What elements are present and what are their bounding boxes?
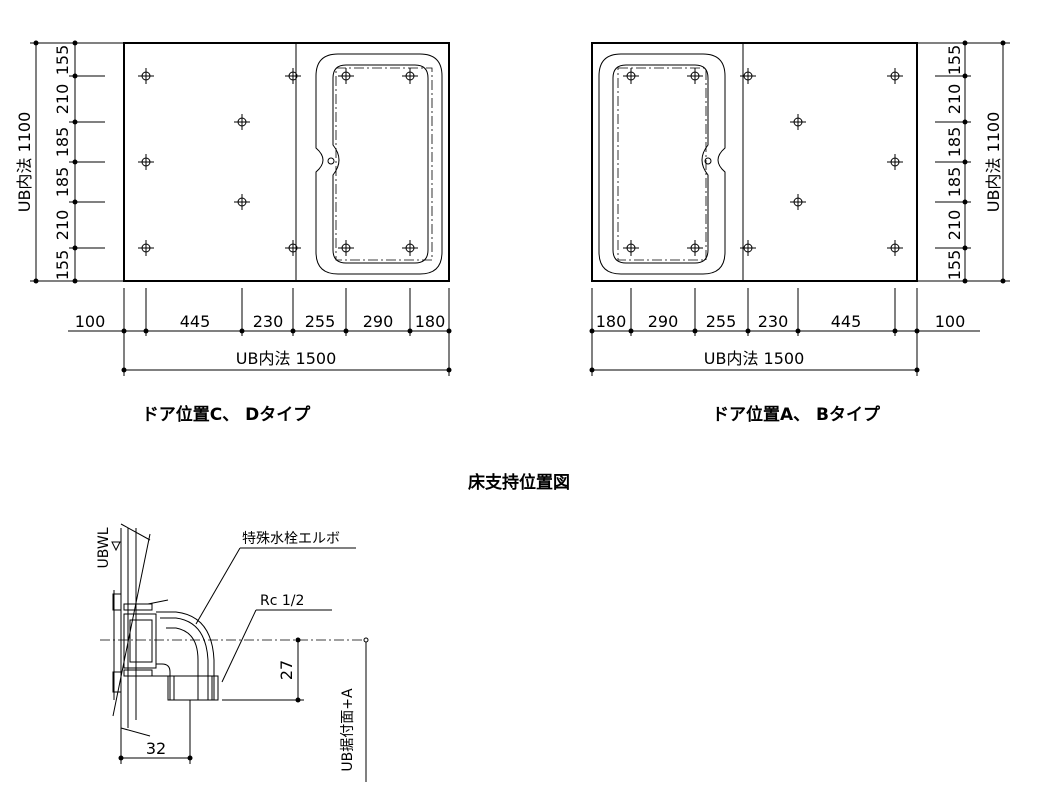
left-plan-caption: ドア位置C、 Dタイプ <box>142 404 312 425</box>
right-h-dim-6: 100 <box>935 312 966 331</box>
right-plan-caption: ドア位置A、 Bタイプ <box>712 404 881 425</box>
left-h-dim-1: 100 <box>75 312 106 331</box>
left-v-dim-2: 210 <box>53 84 72 115</box>
ubwl-triangle-icon <box>111 541 121 552</box>
right-drain-icon <box>704 157 712 165</box>
leaders <box>195 547 356 683</box>
ubwl-label: UBWL <box>96 527 112 568</box>
left-plan: 155 210 185 185 210 155 UB内法 1100 100 4 <box>15 40 452 425</box>
left-bathtub-rim <box>335 67 433 261</box>
left-overall-depth: UB内法 1100 <box>15 112 34 213</box>
right-vertical-dims: 155 210 185 185 210 155 UB内法 1100 <box>917 40 1010 284</box>
dim-27: 27 <box>277 660 296 680</box>
right-bathtub-outer <box>598 53 726 275</box>
right-support-points <box>623 68 903 256</box>
right-h-dim-2: 290 <box>648 312 679 331</box>
elbow-label: 特殊水栓エルボ <box>242 531 340 547</box>
centerline-end-icon <box>363 637 369 643</box>
left-bathtub-outer <box>315 53 443 275</box>
left-v-dim-6: 155 <box>53 250 72 281</box>
right-h-dim-3: 255 <box>706 312 737 331</box>
left-v-dim-4: 185 <box>53 167 72 198</box>
right-v-dim-2: 210 <box>945 84 964 115</box>
left-v-dim-1: 155 <box>53 45 72 76</box>
right-overall-width: UB内法 1500 <box>704 349 805 368</box>
figure-title: 床支持位置図 <box>468 472 570 493</box>
flange <box>112 593 169 693</box>
ub-level-label: UB据付面+A <box>340 688 356 772</box>
vertical-dim-27: 27 <box>222 637 304 703</box>
right-bathtub-rim <box>617 67 707 261</box>
right-h-dim-5: 445 <box>831 312 862 331</box>
left-v-dim-3: 185 <box>53 127 72 158</box>
right-bathtub-inner <box>612 64 709 264</box>
left-bathtub-inner <box>332 64 429 264</box>
wall-panel <box>112 523 151 737</box>
elbow-body <box>123 611 219 701</box>
left-h-dim-2: 445 <box>180 312 211 331</box>
left-h-dim-6: 180 <box>415 312 446 331</box>
left-support-points <box>138 68 418 256</box>
right-v-dim-3: 185 <box>945 127 964 158</box>
right-plan-outline <box>591 42 918 282</box>
left-h-dim-5: 290 <box>363 312 394 331</box>
right-overall-depth: UB内法 1100 <box>984 112 1003 213</box>
elbow-detail: UBWL <box>96 523 369 782</box>
right-v-dim-6: 155 <box>945 250 964 281</box>
right-horizontal-dims: 180 290 255 230 445 100 UB内法 1500 <box>589 288 980 376</box>
thread-label: Rc 1/2 <box>260 593 304 609</box>
left-h-dim-4: 255 <box>305 312 336 331</box>
right-plan: 155 210 185 185 210 155 UB内法 1100 180 2 <box>589 40 1010 425</box>
left-plan-outline <box>123 42 450 282</box>
left-overall-width: UB内法 1500 <box>236 349 337 368</box>
left-drain-icon <box>327 157 335 165</box>
horizontal-dim-32: 32 <box>118 700 193 764</box>
left-vertical-dims: 155 210 185 185 210 155 UB内法 1100 <box>15 40 124 284</box>
dim-32: 32 <box>146 739 166 758</box>
right-h-dim-1: 180 <box>596 312 627 331</box>
right-v-dim-4: 185 <box>945 167 964 198</box>
right-v-dim-5: 210 <box>945 210 964 241</box>
left-v-dim-5: 210 <box>53 210 72 241</box>
right-h-dim-4: 230 <box>758 312 789 331</box>
right-v-dim-1: 155 <box>945 45 964 76</box>
left-horizontal-dims: 100 445 230 255 290 180 UB内法 1500 <box>68 288 452 376</box>
left-h-dim-3: 230 <box>253 312 284 331</box>
